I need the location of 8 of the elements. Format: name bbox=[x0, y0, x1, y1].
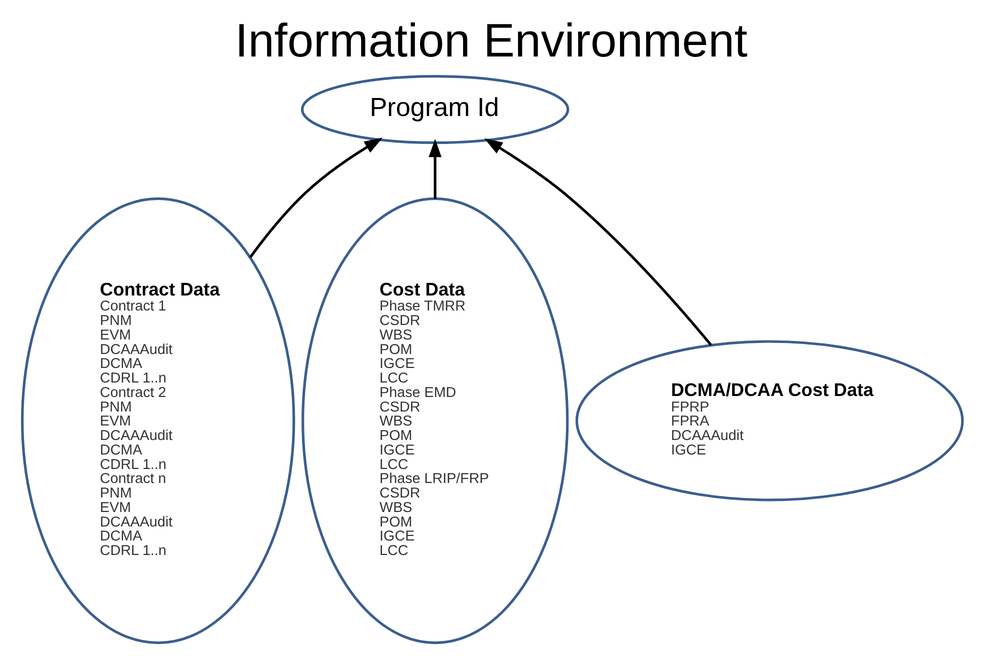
node-ellipse: Program Id bbox=[300, 74, 570, 144]
node-ellipse: DCMA/DCAA Cost Data FPRP FPRA DCAAAudit IGCE bbox=[575, 340, 964, 502]
arrow bbox=[249, 138, 383, 258]
diagram-title: Information Environment bbox=[235, 13, 748, 66]
arrow bbox=[484, 138, 712, 346]
node-ellipse: Contract Data Contract 1 PNM EVM DCAAAudit DCMA CDRL 1..n Contract 2 PNM EVM DCAAAudit DCMA CDRL 1..n Contract n PNM EVM DCAAAudit DCMA CDRL 1..n bbox=[20, 197, 296, 644]
arrow bbox=[428, 138, 442, 199]
node-ellipse: Cost Data Phase TMRR CSDR WBS POM IGCE LCC Phase EMD CSDR WBS POM IGCE LCC Phase LRIP/FRP CSDR WBS POM IGCE LCC bbox=[302, 197, 569, 644]
